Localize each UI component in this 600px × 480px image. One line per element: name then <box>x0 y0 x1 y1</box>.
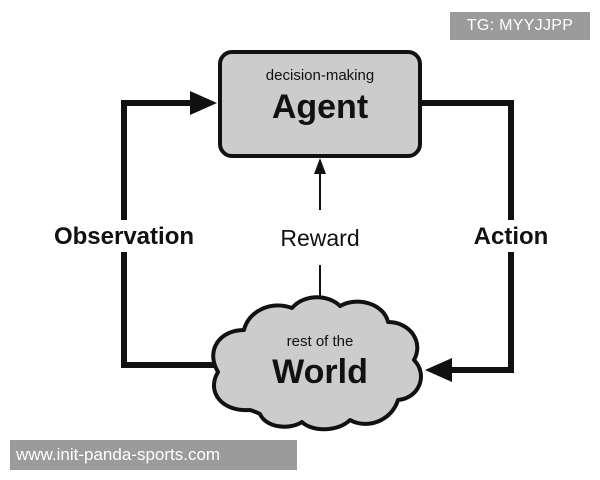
world-subtitle: rest of the <box>287 333 354 350</box>
world-node: rest of the World <box>211 295 423 432</box>
agent-node: decision-making Agent <box>218 50 422 158</box>
action-label: Action <box>474 223 549 250</box>
observation-label: Observation <box>54 223 194 250</box>
observation-label-bg <box>40 220 208 252</box>
world-title: World <box>272 353 368 391</box>
watermark-bottom: www.init-panda-sports.com <box>10 440 297 470</box>
reward-label: Reward <box>280 225 359 251</box>
agent-title: Agent <box>272 88 368 126</box>
watermark-top: TG: MYYJJPP <box>450 12 590 40</box>
agent-subtitle: decision-making <box>266 67 374 84</box>
action-label-bg <box>462 220 558 252</box>
